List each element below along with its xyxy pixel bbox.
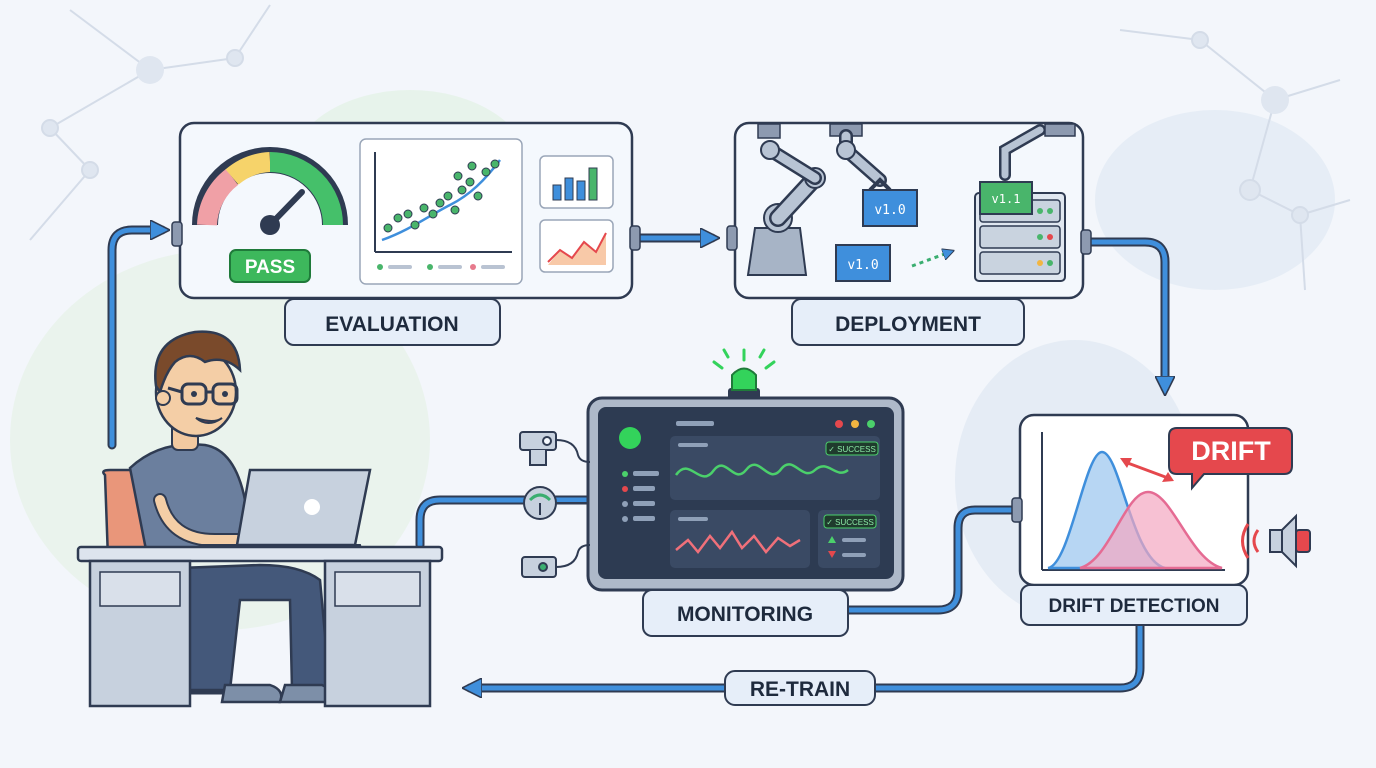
scatter-point	[457, 185, 467, 195]
laptop-screen	[235, 468, 372, 547]
model-box-v1-1	[979, 181, 1033, 215]
svg-text:v1.1: v1.1	[992, 192, 1021, 206]
engineer-hair	[154, 330, 242, 395]
svg-text:✓ SUCCESS: ✓ SUCCESS	[828, 445, 876, 454]
robot-arm-middle-icon	[829, 123, 892, 192]
success-badge-bottom	[823, 514, 877, 529]
model-box-v1-0-top	[862, 189, 918, 227]
retrain-label: RE-TRAIN	[750, 678, 850, 701]
engineer-at-desk-illustration	[76, 330, 444, 708]
arrow-retrain	[470, 622, 1143, 688]
arrow-deployment-to-drift	[1087, 239, 1165, 388]
desk-top	[76, 545, 444, 563]
scatter-point	[403, 209, 413, 219]
speaker-alarm-icon	[1241, 513, 1311, 569]
monitoring-label: MONITORING	[677, 603, 813, 626]
svg-text:v1.0: v1.0	[847, 258, 878, 273]
pass-badge-text: PASS	[245, 257, 295, 278]
network-graph-left	[29, 4, 271, 241]
drift-callout-text: DRIFT	[1191, 436, 1271, 466]
robot-arm-left-icon	[746, 123, 826, 276]
scatter-point	[481, 167, 491, 177]
scatter-point	[428, 209, 438, 219]
shoe-right	[278, 683, 333, 704]
drift-detection-stage: DRIFT	[1011, 413, 1311, 587]
scatter-point	[435, 198, 445, 208]
deployment-label-box	[791, 298, 1025, 346]
scatter-point	[383, 223, 393, 233]
scatter-point	[473, 191, 483, 201]
monitoring-stage: ✓ SUCCESS ✓ SUCCESS	[519, 348, 905, 592]
connector-monitoring-to-desk	[417, 497, 593, 548]
deploy-arrow-icon	[911, 252, 950, 268]
bar-chart-thumbnail-icon	[539, 155, 614, 209]
glasses-icon	[167, 382, 239, 406]
success-badge-top	[825, 441, 879, 456]
scatter-point	[450, 205, 460, 215]
scatter-point	[443, 191, 453, 201]
scatter-point	[467, 161, 477, 171]
scatter-point	[410, 220, 420, 230]
metric-panel-bottom	[670, 510, 810, 568]
shoe-left	[220, 683, 283, 704]
area-chart-thumbnail-icon	[539, 219, 614, 273]
scatter-point	[453, 171, 463, 181]
sensor-icons	[519, 431, 591, 578]
flow-arrows	[107, 230, 1165, 688]
scatter-point	[419, 203, 429, 213]
drifted-distribution-curve	[1079, 490, 1223, 570]
network-graph-right	[1119, 29, 1351, 291]
scatter-plot-panel	[359, 138, 523, 285]
laptop-logo	[304, 499, 320, 515]
status-light-icon	[712, 348, 776, 400]
pass-badge	[229, 249, 311, 283]
svg-text:v1.0: v1.0	[874, 203, 905, 218]
scatter-point	[490, 159, 500, 169]
drift-detection-label: DRIFT DETECTION	[1049, 596, 1220, 617]
scatter-point	[465, 177, 475, 187]
drift-detection-label-box	[1020, 584, 1248, 626]
shift-arrow-icon	[1124, 460, 1169, 480]
connector-drift-to-monitoring	[845, 507, 1021, 613]
drift-callout	[1168, 427, 1293, 491]
evaluation-label-box	[284, 298, 501, 346]
evaluation-label: EVALUATION	[325, 313, 458, 336]
deployment-stage: v1.0 v1.0 v1.1	[726, 121, 1092, 300]
scatter-point	[393, 213, 403, 223]
monitor-sidebar	[622, 471, 659, 522]
arrow-user-to-evaluation	[109, 230, 162, 448]
accuracy-gauge-icon	[192, 147, 348, 235]
svg-text:✓ SUCCESS: ✓ SUCCESS	[826, 518, 874, 527]
monitoring-label-box	[642, 589, 849, 637]
retrain-label-box	[724, 670, 876, 706]
model-box-v1-0-bottom	[835, 244, 891, 282]
evaluation-stage: PASS	[171, 121, 641, 300]
status-indicator-green	[619, 427, 641, 449]
deployment-label: DEPLOYMENT	[835, 313, 981, 336]
